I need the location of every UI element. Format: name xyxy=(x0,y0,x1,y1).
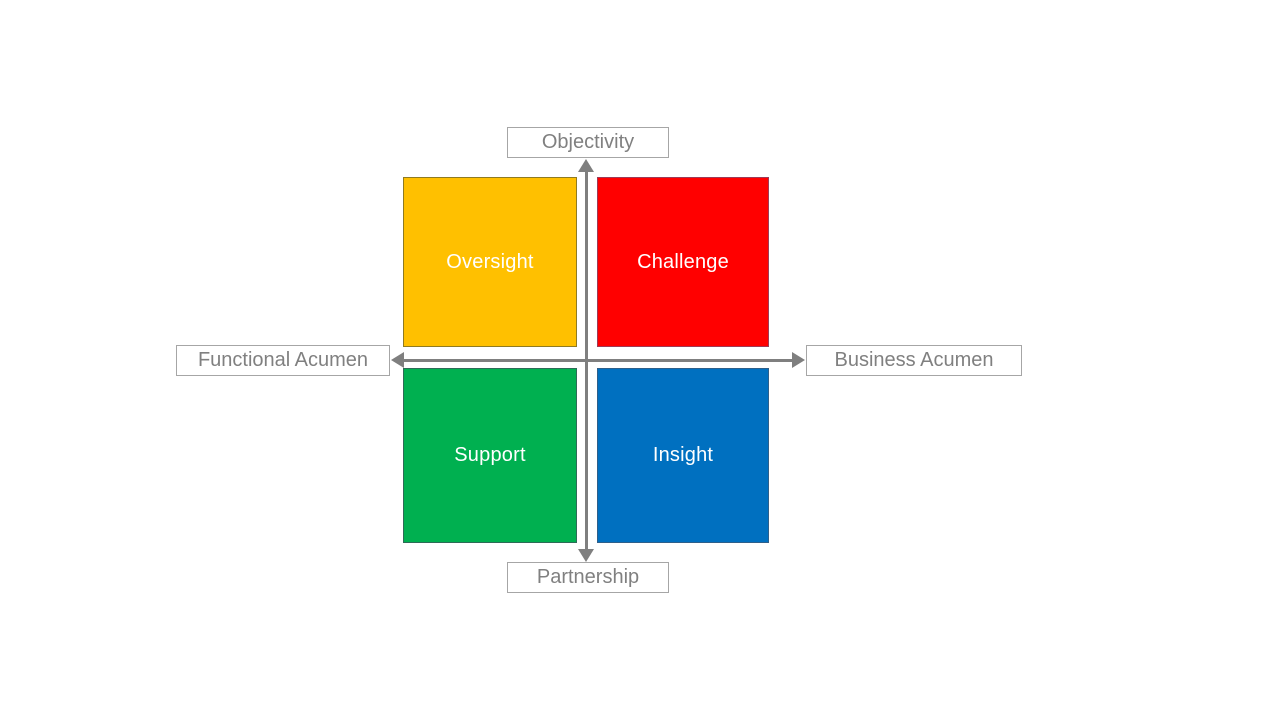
arrowhead-left-icon xyxy=(391,352,404,368)
arrowhead-down-icon xyxy=(578,549,594,562)
quadrant-challenge: Challenge xyxy=(597,177,769,347)
arrowhead-right-icon xyxy=(792,352,805,368)
quadrant-insight-label: Insight xyxy=(652,444,714,466)
quadrant-support: Support xyxy=(403,368,577,543)
axis-label-objectivity: Objectivity xyxy=(507,127,669,158)
quadrant-insight: Insight xyxy=(597,368,769,543)
quadrant-support-label: Support xyxy=(454,444,526,466)
quadrant-oversight: Oversight xyxy=(403,177,577,347)
axis-label-business-acumen: Business Acumen xyxy=(806,345,1022,376)
horizontal-axis-line xyxy=(398,359,796,362)
axis-label-partnership: Partnership xyxy=(507,562,669,593)
axis-label-functional-acumen: Functional Acumen xyxy=(176,345,390,376)
quadrant-challenge-label: Challenge xyxy=(637,250,729,273)
arrowhead-up-icon xyxy=(578,159,594,172)
quadrant-oversight-label: Oversight xyxy=(446,250,534,273)
